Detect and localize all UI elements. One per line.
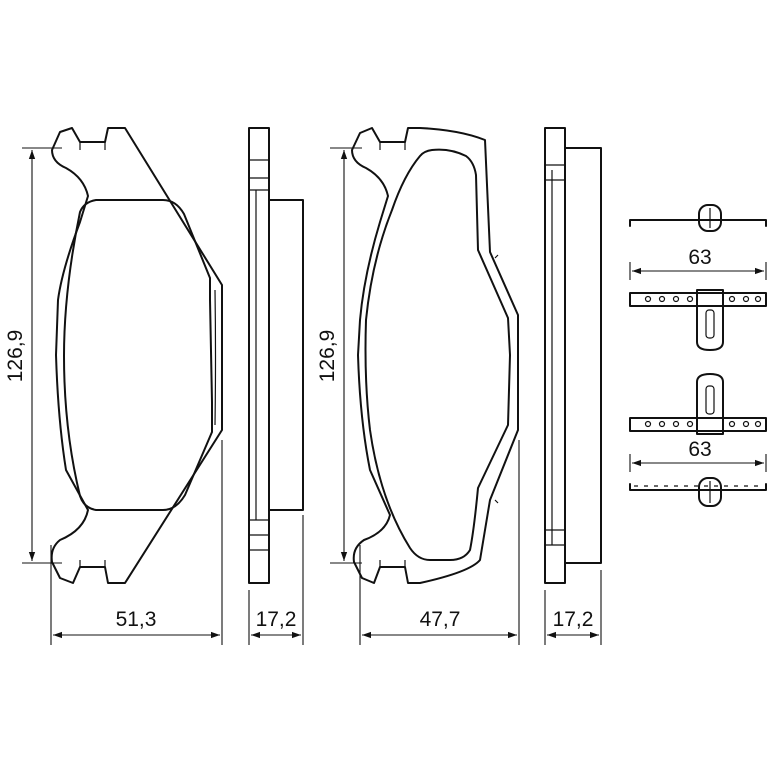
pad2-thickness-label: 17,2 (553, 608, 594, 631)
clip1-front-view (629, 289, 767, 351)
clip2-tongue-slot (705, 385, 715, 415)
pad1-thickness-dimension: 17,2 (248, 515, 304, 645)
pad1-width-dimension: 51,3 (50, 440, 223, 645)
pad2-side-lining (564, 147, 602, 564)
pad1-width-label: 51,3 (116, 608, 157, 631)
pad2-front-view (351, 127, 519, 584)
pad2-width-label: 47,7 (420, 608, 461, 631)
pad1-front-view (50, 127, 223, 584)
clip2-center-tongue (696, 373, 724, 435)
pad1-height-label: 126,9 (4, 330, 27, 383)
pad1-side-view (248, 127, 304, 584)
pad1-friction-lining (63, 199, 213, 511)
pad2-side-backing (544, 127, 566, 584)
pad1-height-dimension: 126,9 (4, 147, 62, 564)
clip1-length-dimension: 63 (629, 246, 767, 280)
pad1-thickness-label: 17,2 (256, 608, 297, 631)
pad1-backing-plate (50, 127, 223, 584)
pad2-bottom-tab-detail (379, 560, 406, 567)
pad2-backing-plate (351, 127, 519, 584)
clip2-length-label: 63 (688, 438, 711, 461)
clip1-top-tab (698, 204, 722, 232)
clip1-center-tongue (696, 289, 724, 351)
clip2-rivets (644, 420, 762, 428)
pad1-edge-line (214, 289, 217, 426)
pad2-height-label: 126,9 (316, 330, 339, 383)
clip1-length-label: 63 (688, 246, 711, 269)
clip2-length-dimension: 63 (629, 438, 767, 472)
pad2-top-tab-detail (379, 142, 406, 150)
pad2-side-view (544, 127, 602, 584)
pad2-side-details (545, 164, 565, 546)
pad1-side-backing (248, 127, 270, 584)
clip2-top-view (629, 477, 767, 507)
clip2-bottom-tab (698, 477, 722, 507)
pad1-side-details (249, 159, 269, 551)
pad2-height-dimension: 126,9 (316, 147, 362, 564)
pad2-width-dimension: 47,7 (359, 440, 520, 645)
pad1-top-tab-detail (79, 142, 106, 150)
clip1-rivets (644, 295, 762, 303)
pad1-side-lining (268, 199, 304, 511)
pad2-thickness-dimension: 17,2 (544, 570, 602, 645)
clip1-top-view (629, 204, 767, 232)
pad1-bottom-tab-detail (79, 560, 106, 567)
clip1-tongue-slot (705, 309, 715, 339)
pad2-friction-lining (364, 148, 511, 561)
pad2-edge-line (494, 254, 499, 504)
clip2-front-view (629, 373, 767, 435)
